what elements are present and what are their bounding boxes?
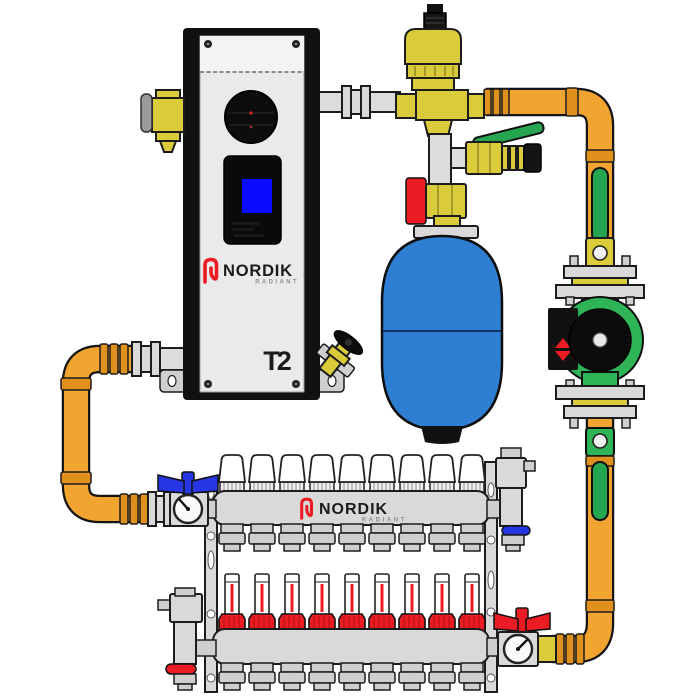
air-vent: [495, 457, 527, 489]
tank-base: [421, 426, 463, 444]
fill-drain-valve: [465, 121, 545, 175]
pressure-relief-valve: [140, 89, 185, 153]
pump-valve-handle-top: [591, 167, 609, 243]
cap-8: [428, 454, 456, 493]
boiler-brand-logo: NORDIK RADIANT: [203, 257, 299, 286]
air-separator: [395, 4, 485, 193]
separator-dome: [404, 28, 462, 65]
hose-valve-body: [465, 141, 503, 175]
pipe-coupling: [585, 149, 615, 163]
display-button-row: [232, 222, 260, 225]
manifold-brand-logo: NORDIK RADIANT: [300, 497, 407, 524]
tank-valve: [405, 177, 479, 239]
cap-2: [248, 454, 276, 493]
gauge-needle: [516, 638, 529, 651]
pump-valve-handle-bottom: [591, 461, 609, 521]
hose-cap: [523, 143, 542, 173]
pipe-rib: [99, 343, 109, 375]
boiler-brand: NORDIK: [223, 262, 293, 280]
cap-6: [368, 454, 396, 493]
supply-end-vent: [486, 447, 536, 552]
manifold-supply-outlets: [218, 523, 486, 552]
cap-1: [218, 454, 246, 493]
boiler-drain-valve: [316, 330, 364, 379]
expansion-tank: [380, 234, 504, 444]
relief-discharge: [158, 140, 178, 153]
manifold-return-bar: [212, 628, 490, 665]
cap-5: [338, 454, 366, 493]
manifold-brand-sub: RADIANT: [362, 518, 407, 524]
pipe-coupling: [60, 471, 92, 485]
manifold-brand: NORDIK: [319, 501, 388, 518]
pump-logo: [555, 338, 571, 348]
pipe-coupling: [585, 599, 615, 613]
boiler: NORDIK RADIANT T2: [159, 28, 345, 400]
separator-body: [415, 89, 469, 121]
cap-9: [458, 454, 486, 493]
cap-4: [308, 454, 336, 493]
pump-flange-top: [563, 265, 637, 279]
gauge-indicator: [249, 111, 253, 115]
boiler-brand-sub: RADIANT: [255, 280, 299, 286]
relief-valve-body: [151, 97, 185, 133]
manifold-return-outlets: [218, 662, 486, 691]
manifold-station: NORDIK RADIANT: [147, 447, 557, 693]
display-screen: [242, 179, 272, 213]
left-pipe-loop: [60, 343, 152, 525]
supply-isolation-valve: [147, 471, 219, 527]
pipe-coupling: [60, 377, 92, 391]
cap-7: [398, 454, 426, 493]
boiler-gauge: [224, 90, 278, 144]
tank-valve-body: [425, 183, 467, 219]
manifold-actuator-caps: [218, 454, 486, 493]
vent-spout: [523, 460, 536, 472]
red-drain-lever: [165, 663, 197, 675]
pipe-coupling: [565, 87, 579, 117]
tank-shell: [380, 234, 504, 432]
manifold-flow-meters: [218, 573, 486, 632]
blue-drain-lever: [501, 525, 531, 536]
relief-lever: [140, 93, 153, 133]
boiler-model: T2: [263, 346, 290, 376]
cap-3: [278, 454, 306, 493]
gauge-needle: [177, 497, 190, 511]
auto-air-vent-cap: [427, 4, 443, 14]
return-end-vent: [157, 587, 217, 691]
pump-assembly: [548, 167, 645, 521]
pump-flange-bottom: [555, 385, 645, 400]
return-isolation-valve: [486, 607, 557, 667]
red-flat-handle: [405, 177, 427, 225]
air-vent: [169, 593, 203, 623]
